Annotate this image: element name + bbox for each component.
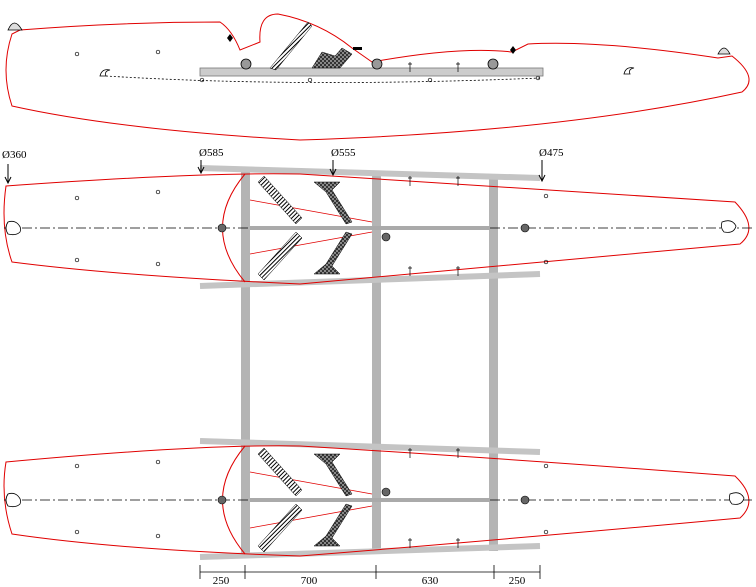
hull-bottom-ring — [543, 529, 549, 535]
hull-top-bow-handle — [5, 220, 22, 236]
hull-bottom-rail-upper — [199, 438, 541, 455]
side-hatch-marker — [353, 47, 362, 50]
hull-top — [3, 165, 754, 289]
hull-bottom-seat-line-2 — [249, 505, 373, 529]
diameter-arrow-360 — [4, 164, 12, 185]
hull-bottom-stern-handle — [728, 492, 745, 505]
side-rod-holder-1 — [240, 58, 252, 70]
hull-bottom-mast-point-3 — [520, 495, 530, 505]
crossbeam-2 — [372, 175, 381, 554]
hull-bottom-mast-point-2 — [381, 487, 391, 497]
side-seat-back — [269, 21, 313, 71]
hull-bottom-backrest-upper — [257, 447, 303, 497]
side-pin-2 — [456, 62, 460, 72]
side-pin-1 — [408, 62, 412, 72]
side-small-ring-4 — [307, 77, 313, 83]
side-diamond-1 — [227, 34, 233, 42]
diameter-label-360: Ø360 — [2, 149, 27, 161]
hull-bottom-pin — [408, 448, 460, 548]
side-footrest — [311, 47, 353, 69]
crossbeam-1 — [241, 170, 250, 556]
side-small-ring-6 — [535, 75, 541, 81]
hull-top-mast-point-2 — [381, 232, 391, 242]
hull-bottom-seat-line-1 — [249, 471, 373, 495]
dimension-label-700: 700 — [301, 575, 318, 587]
hull-top-pedal-lower — [313, 231, 353, 275]
side-cleat-2 — [623, 67, 635, 75]
side-deck-beam — [199, 67, 544, 77]
diameter-label-585: Ø585 — [199, 147, 224, 159]
hull-top-mast-point-3 — [520, 223, 530, 233]
hull-bottom-ring — [74, 529, 80, 535]
side-diamond-2 — [510, 46, 516, 54]
diameter-label-555: Ø555 — [331, 147, 356, 159]
hull-top-rail-lower — [199, 271, 541, 289]
hull-top-ring — [74, 195, 80, 201]
hull-top-ring — [543, 193, 549, 199]
hull-bottom-rail-lower — [199, 543, 541, 560]
diameter-arrow-555 — [329, 160, 337, 177]
hull-top-backrest-upper — [257, 175, 303, 225]
hull-bottom-ring — [543, 463, 549, 469]
crossbeam-3 — [489, 178, 498, 551]
diameter-arrow-585 — [197, 160, 205, 175]
hull-top-pedal-upper — [313, 181, 353, 225]
hull-bottom-mast-point-1 — [217, 495, 227, 505]
side-small-ring-1 — [74, 51, 80, 57]
hull-top-ring — [543, 259, 549, 265]
hull-top-backrest-lower — [257, 231, 303, 281]
hull-top-stern-handle — [720, 220, 737, 233]
hull-top-seat-line-1 — [249, 199, 373, 223]
side-rod-holder-3 — [487, 58, 499, 70]
hull-bottom-ring — [155, 533, 161, 539]
side-keel-dotted — [105, 75, 541, 83]
hull-top-mast-point-1 — [217, 223, 227, 233]
hull-bottom-ring — [155, 459, 161, 465]
hull-top-rail-upper — [199, 165, 541, 181]
dimension-label-250-right: 250 — [509, 575, 526, 587]
diameter-label-475: Ø475 — [539, 147, 564, 159]
hull-bottom-center-bar — [250, 498, 490, 502]
hull-top-ring — [155, 261, 161, 267]
side-bow-handle — [7, 22, 23, 31]
hull-top-pin — [408, 176, 460, 276]
hull-bottom-pedal-lower — [313, 503, 353, 547]
side-rod-holder-2 — [371, 58, 383, 70]
hull-bottom-outline — [3, 445, 750, 557]
side-small-ring-5 — [427, 77, 433, 83]
hull-top-ring — [74, 257, 80, 263]
side-elevation — [5, 13, 750, 141]
hull-top-outline — [3, 173, 750, 285]
crossbeams — [241, 170, 498, 556]
side-hull-outline — [5, 13, 750, 141]
side-cleat-1 — [99, 69, 111, 77]
dimension-line: 250 700 630 250 — [199, 565, 541, 587]
hull-top-ring — [155, 189, 161, 195]
dimension-label-630: 630 — [422, 575, 439, 587]
diameter-arrow-475 — [538, 160, 546, 183]
hull-bottom-backrest-lower — [257, 503, 303, 553]
hull-bottom — [3, 438, 754, 560]
side-small-ring-3 — [199, 77, 205, 83]
side-stern-handle — [717, 47, 731, 55]
dimension-label-250-left: 250 — [213, 575, 230, 587]
hull-bottom-bow-handle — [5, 492, 22, 508]
hull-bottom-pedal-upper — [313, 453, 353, 497]
diameter-markers: Ø360 Ø585 Ø555 Ø475 — [2, 147, 564, 185]
side-small-ring-2 — [155, 49, 161, 55]
hull-bottom-ring — [74, 463, 80, 469]
hull-top-seat-line-2 — [249, 231, 373, 255]
hull-top-center-bar — [250, 226, 490, 230]
